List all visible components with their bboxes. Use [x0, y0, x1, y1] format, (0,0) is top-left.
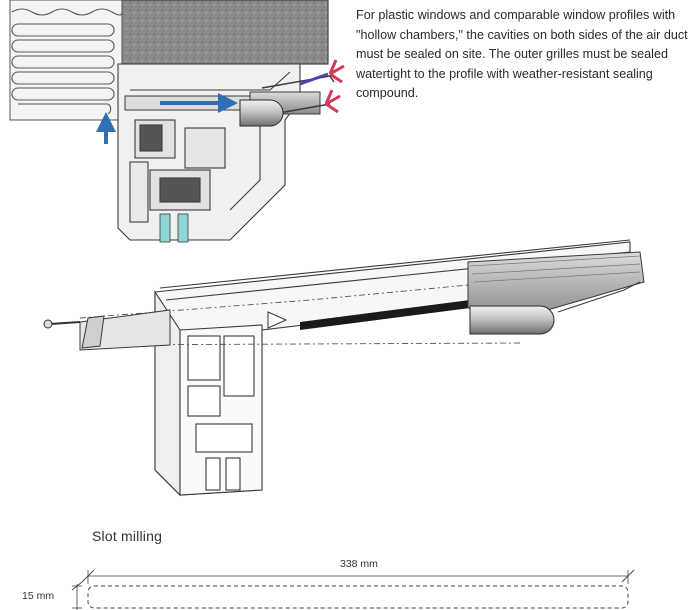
slot-milling-drawing [71, 569, 635, 610]
slot-length-label: 338 mm [340, 558, 378, 570]
glass-pane [159, 213, 189, 243]
outer-weather-hood [467, 251, 645, 335]
window-profile-section [117, 63, 301, 241]
frame-profile [154, 239, 631, 497]
connector-left [267, 311, 288, 329]
slot-opening [300, 300, 473, 330]
slot-milling-title: Slot milling [92, 528, 163, 544]
slot-height-label: 15 mm [22, 590, 55, 602]
installation-note: For plastic windows and comparable windo… [356, 8, 688, 100]
wall-section [9, 0, 329, 121]
exploded-view [43, 239, 645, 497]
screw [43, 319, 81, 329]
airflow-arrows [96, 72, 329, 144]
seal-markers [324, 59, 345, 114]
